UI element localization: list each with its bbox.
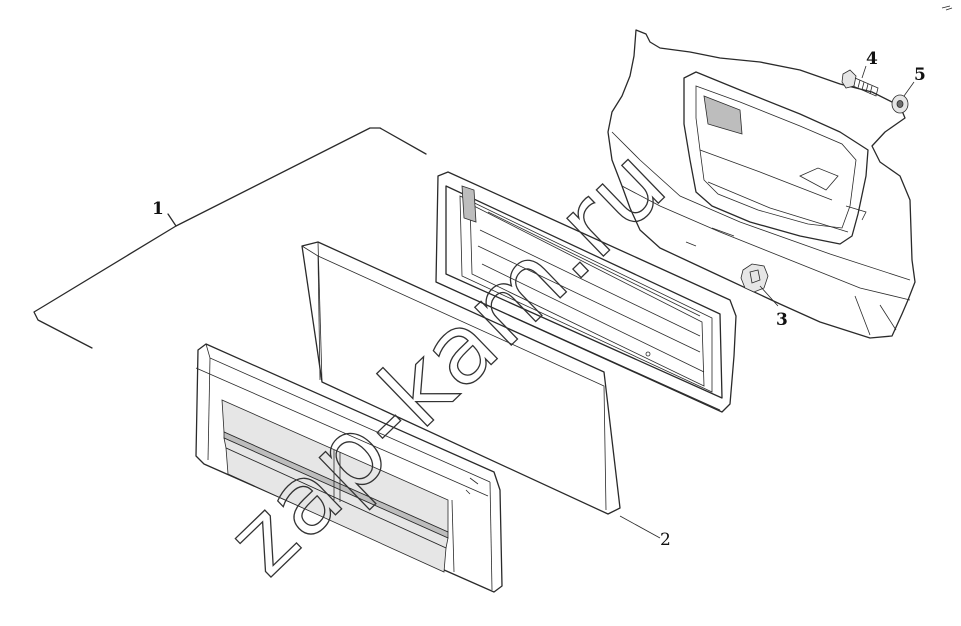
bolt-part-4: [841, 69, 879, 97]
glass-pane-part-2: [301, 241, 621, 515]
cab-wall-panel: [607, 29, 916, 339]
outer-grille-panel: [195, 343, 503, 593]
callout-4: 4: [866, 49, 878, 69]
cab-window-opening: [683, 71, 869, 247]
clip-part-3: [740, 263, 769, 293]
callout-3: 3: [776, 310, 788, 330]
callout-1-bracket: [33, 127, 427, 349]
callout-2: 2: [660, 530, 671, 550]
washer-part-5: [891, 94, 909, 114]
callout-5: 5: [914, 65, 926, 85]
corner-mark: [941, 5, 953, 11]
window-frame: [435, 171, 737, 413]
leader-lines: [619, 65, 915, 539]
callout-1: 1: [152, 199, 164, 219]
